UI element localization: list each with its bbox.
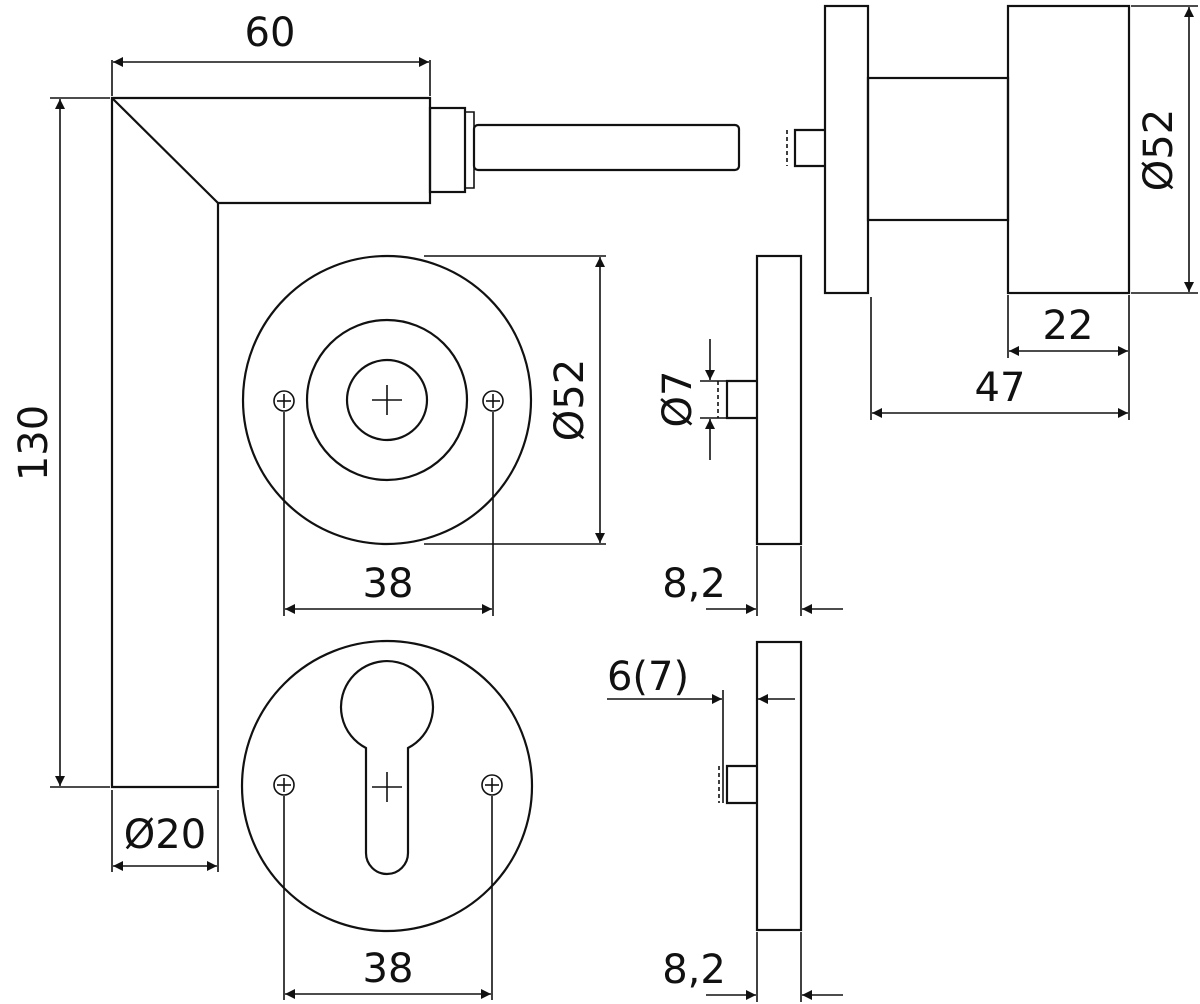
dim-knob-diameter: Ø52 [1131,5,1198,294]
label-spindle-diameter: Ø7 [655,371,701,428]
dim-handle-height: 130 [11,97,110,788]
rose-front [241,254,533,546]
dim-knob-projection: 47 [870,297,1128,420]
dim-handle-length: 60 [111,10,431,96]
dim-handle-diameter: Ø20 [111,790,219,872]
label-rose-diameter: Ø52 [547,359,593,441]
dim-escutcheon-offset: 6(7) [607,654,795,704]
label-knob-diameter: Ø52 [1136,109,1182,191]
label-rose-thickness: 8,2 [662,561,726,607]
dim-rose-thickness: 8,2 [662,546,843,616]
dim-escutcheon-thickness: 8,2 [662,932,843,1002]
lever-handle [110,96,741,789]
dim-rose-diameter: Ø52 [424,255,606,545]
rose-side [717,254,803,546]
screw-hole-right [482,390,504,412]
label-escutcheon-thickness: 8,2 [662,947,726,993]
label-escutcheon-offset: 6(7) [607,654,689,700]
escutcheon-side [718,640,803,932]
label-knob-width: 22 [1043,303,1094,349]
label-rose-screw-spacing: 38 [363,561,414,607]
label-handle-diameter: Ø20 [124,812,206,858]
screw-hole-left [273,390,295,412]
label-handle-length: 60 [245,10,296,56]
label-escutcheon-screw-spacing: 38 [363,946,414,992]
knob-side [786,4,1131,295]
escutcheon-screw-right [481,774,503,796]
escutcheon-screw-left [273,774,295,796]
dim-rose-screw-spacing: 38 [283,412,494,616]
label-knob-projection: 47 [975,365,1026,411]
dim-spindle-diameter: Ø7 [655,339,727,460]
dim-escutcheon-screw-spacing: 38 [283,796,493,1000]
dim-knob-width: 22 [1007,295,1130,420]
label-handle-height: 130 [11,405,57,481]
escutcheon-front [240,639,534,933]
